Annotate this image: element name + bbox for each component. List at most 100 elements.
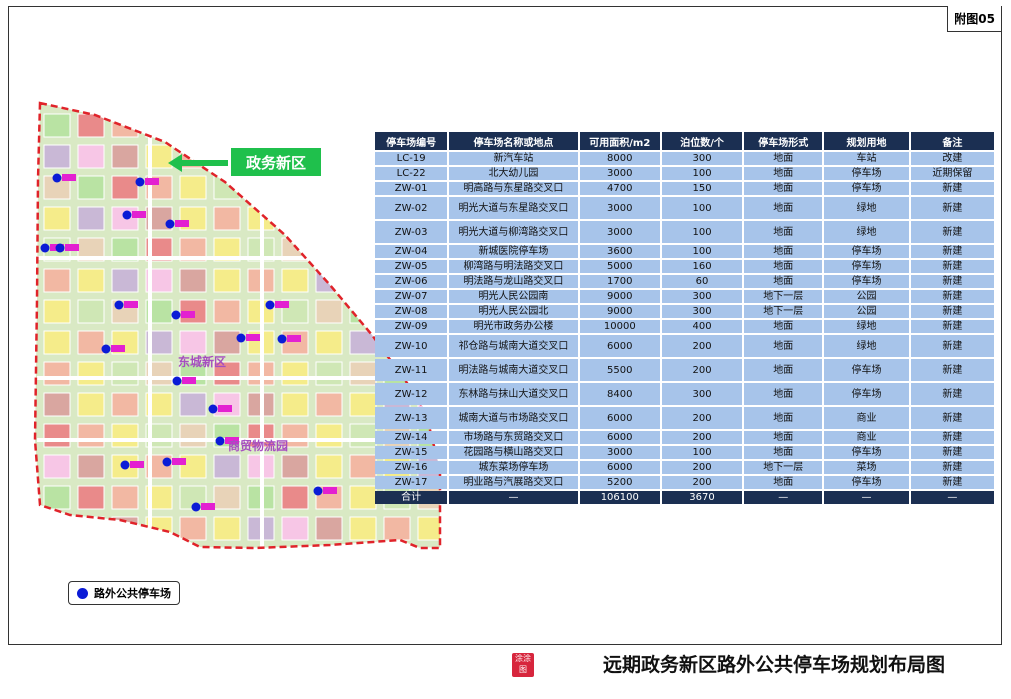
land-block [179,113,207,138]
table-header-cell: 停车场编号 [375,132,448,150]
table-cell: 100 [661,197,743,219]
table-cell: ZW-14 [375,431,448,444]
table-cell: 200 [661,476,743,489]
land-block [213,516,241,541]
land-block [315,454,343,479]
map-caption: 远期政务新区路外公共停车场规划布局图 [603,654,946,676]
table-cell: ZW-07 [375,290,448,303]
table-cell: 新建 [910,245,994,258]
table-cell: 地面 [744,152,823,165]
table-total-cell: — [744,491,823,504]
table-cell: 商业 [824,407,909,429]
land-block [179,237,207,262]
table-cell: 新建 [910,290,994,303]
land-block [417,516,440,541]
area-label-trade: 商贸物流园 [228,439,289,453]
land-block [247,547,275,548]
land-block [77,485,105,510]
parking-marker [172,376,182,386]
table-cell: 100 [661,167,743,180]
table-header-cell: 规划用地 [824,132,909,150]
land-block [281,516,309,541]
land-block [145,330,173,355]
parking-marker [215,436,225,446]
land-block [383,547,411,548]
table-cell: 9000 [579,290,660,303]
table-cell: 公园 [824,305,909,318]
map-legend: 路外公共停车场 [68,581,180,605]
table-cell: 明高路与东星路交叉口 [449,182,578,195]
table-cell: ZW-01 [375,182,448,195]
table-cell: 明业路与汽展路交叉口 [449,476,578,489]
parking-tag [111,345,125,352]
table-cell: 柳湾路与明法路交叉口 [449,260,578,273]
table-header-cell: 备注 [910,132,994,150]
table-header-cell: 泊位数/个 [661,132,743,150]
land-block [179,547,207,548]
table-cell: 地下一层 [744,290,823,303]
land-block [315,361,343,386]
land-block [281,392,309,417]
table-cell: 停车场 [824,446,909,459]
land-block [281,268,309,293]
callout-arrow [168,154,228,172]
land-block [43,206,71,231]
land-block [417,547,440,548]
callout-label: 政务新区 [231,148,321,176]
table-cell: 6000 [579,335,660,357]
table-cell: ZW-09 [375,320,448,333]
table-header-cell: 停车场名称或地点 [449,132,578,150]
table-cell: 停车场 [824,260,909,273]
planning-boundary [33,101,442,550]
table-cell: ZW-08 [375,305,448,318]
table-cell: ZW-03 [375,221,448,243]
land-block [213,330,241,355]
table-cell: 地下一层 [744,461,823,474]
land-block [77,423,105,448]
land-block [145,392,173,417]
land-block [213,547,241,548]
land-block [315,237,343,262]
parking-markers [40,173,337,512]
table-cell: 100 [661,245,743,258]
table-cell: ZW-02 [375,197,448,219]
table-cell: ZW-16 [375,461,448,474]
land-block [281,454,309,479]
parking-marker [52,173,62,183]
land-block [111,237,139,262]
table-cell: 1700 [579,275,660,288]
parking-marker [208,404,218,414]
table-cell: 10000 [579,320,660,333]
table-cell: 300 [661,290,743,303]
land-block [281,547,309,548]
table-cell: 新建 [910,320,994,333]
table-cell: LC-19 [375,152,448,165]
parking-tag [201,503,215,510]
table-cell: 城南大道与市场路交叉口 [449,407,578,429]
land-block [145,206,173,231]
land-block [77,268,105,293]
table-cell: 新汽车站 [449,152,578,165]
land-block [315,175,343,200]
table-cell: 花园路与横山路交叉口 [449,446,578,459]
parking-tag [246,334,260,341]
table-cell: 300 [661,305,743,318]
land-block [77,144,105,169]
parking-marker [171,310,181,320]
land-block [43,423,71,448]
land-block [43,547,71,548]
table-cell: ZW-06 [375,275,448,288]
land-block [315,516,343,541]
land-block [247,175,275,200]
parking-tag [62,174,76,181]
parking-tag [275,301,289,308]
